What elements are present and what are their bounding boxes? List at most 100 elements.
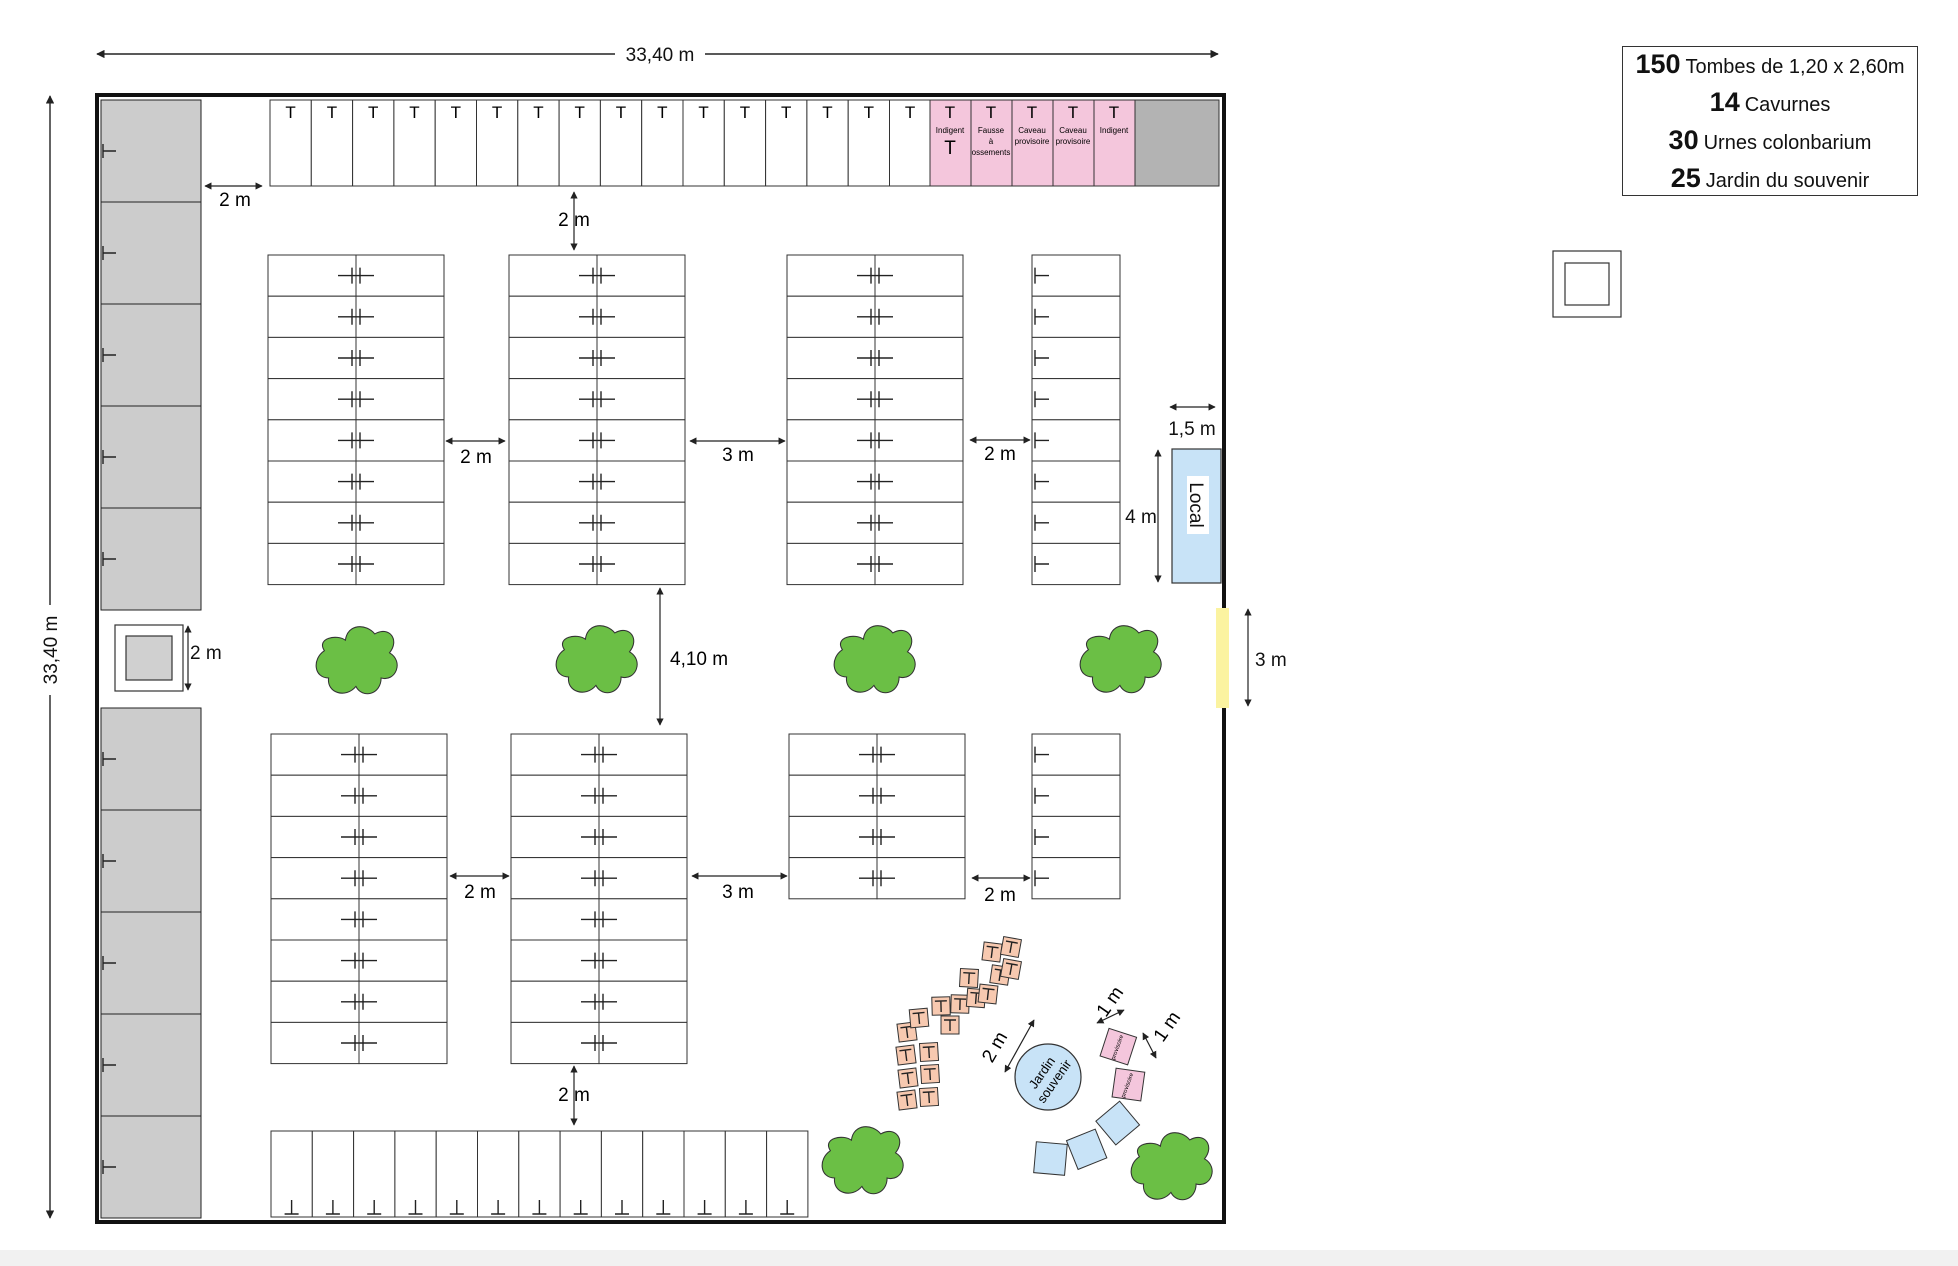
grave-plot[interactable]: [874, 501, 964, 544]
columbarium-vault[interactable]: [100, 303, 202, 407]
grave-plot[interactable]: [641, 99, 684, 187]
columbarium-vault[interactable]: [100, 1013, 202, 1117]
plot-marker: [1034, 391, 1049, 408]
special-plots: T Indigent T T Fausse à ossements T Cave…: [929, 99, 1220, 187]
center-aisle-label: 4,10 m: [670, 649, 728, 670]
ossuary-structure: 2 m: [114, 624, 222, 692]
plot-marker: [573, 1200, 588, 1215]
grave-plot[interactable]: [599, 99, 643, 187]
memorial-garden: Jardin souvenir 2 m provisoire provisoir…: [978, 983, 1185, 1176]
plot-marker: [1034, 267, 1049, 284]
building-local: Local 1,5 m 4 m: [1125, 403, 1222, 584]
tomb-mark: [923, 1067, 936, 1081]
legend-count: 14: [1709, 86, 1740, 117]
tomb-mark: T: [657, 103, 667, 122]
plot-marker: [491, 1200, 506, 1215]
plot-marker: [738, 1200, 753, 1215]
plot-marker: [1034, 473, 1049, 490]
plot-marker: [579, 432, 615, 449]
plot-marker: [341, 870, 377, 887]
columbarium-vault[interactable]: [100, 1115, 202, 1219]
urn-square[interactable]: [1095, 1100, 1141, 1146]
tomb-mark: [982, 987, 995, 1001]
tomb-mark: T: [368, 103, 378, 122]
gate-width-label: 3 m: [1255, 650, 1287, 671]
provisional-urn-square[interactable]: [1099, 1027, 1138, 1066]
columbarium-vault[interactable]: [100, 809, 202, 913]
tomb-mark: [1005, 962, 1018, 976]
tomb-mark: T: [327, 103, 337, 122]
grave-plot[interactable]: [270, 1130, 313, 1218]
plot-marker: [341, 993, 377, 1010]
tomb-mark: T: [945, 103, 955, 122]
plot-marker: [408, 1200, 423, 1215]
ossuary-pit-label-3: ossements: [972, 148, 1011, 157]
grave-plot[interactable]: [434, 99, 478, 187]
grave-plot[interactable]: [393, 99, 436, 187]
indigent-plot-1[interactable]: [929, 99, 972, 187]
plot-marker: [341, 746, 377, 763]
urn-square[interactable]: [1065, 1128, 1108, 1171]
columbarium-vault[interactable]: [100, 99, 202, 203]
plot-marker: [581, 952, 617, 969]
grave-plot[interactable]: [267, 501, 357, 544]
upper-gap-1-label: 2 m: [460, 447, 492, 468]
columbarium-vault[interactable]: [100, 911, 202, 1015]
legend-text: Tombes de 1,20 x 2,60m: [1685, 55, 1905, 78]
ossuary-pit-plot[interactable]: [970, 99, 1013, 187]
corner-grey-plot: [1134, 99, 1220, 187]
columbarium-vault[interactable]: [100, 507, 202, 611]
tomb-mark: [934, 1000, 947, 1013]
plot-marker: [857, 267, 893, 284]
tomb-mark: [954, 998, 967, 1011]
tomb-mark: T: [1027, 103, 1037, 122]
plot-marker: [341, 787, 377, 804]
bottom-strip: [0, 1250, 1958, 1266]
plot-marker: [338, 267, 374, 284]
plot-marker: [532, 1200, 547, 1215]
columbarium-vault[interactable]: [100, 707, 202, 811]
temporary-vault-plot-1[interactable]: [1011, 99, 1054, 187]
plot-marker: [1034, 746, 1049, 763]
legend-text: Cavurnes: [1744, 93, 1831, 116]
bottom-aisle-label: 2 m: [558, 1085, 590, 1106]
plot-marker: [367, 1200, 382, 1215]
plot-marker: [581, 787, 617, 804]
grave-plot[interactable]: [517, 99, 560, 187]
width-dimension: 33,40 m: [96, 42, 1219, 66]
temporary-vault-label-2a: Caveau: [1059, 126, 1087, 135]
grave-plot[interactable]: [806, 99, 849, 187]
tomb-mark: T: [409, 103, 419, 122]
height-label: 33,40 m: [41, 616, 62, 685]
legend-count: 30: [1668, 124, 1699, 155]
tree-icon: [555, 625, 638, 694]
gate[interactable]: [1216, 608, 1229, 708]
tomb-mark: T: [822, 103, 832, 122]
grave-plot[interactable]: [558, 99, 601, 187]
legend-count: 25: [1670, 162, 1701, 193]
legend-text: Urnes colonbarium: [1703, 131, 1872, 154]
plot-marker: [338, 308, 374, 325]
tomb-mark: [922, 1090, 935, 1104]
plot-marker: [338, 432, 374, 449]
plot-marker: [581, 1035, 617, 1051]
grave-plot[interactable]: [269, 99, 312, 187]
plot-marker: [656, 1200, 671, 1215]
plot-marker: [579, 473, 615, 490]
grave-plot[interactable]: [476, 99, 519, 187]
tree-icon: [821, 1126, 904, 1195]
grave-plot[interactable]: [508, 378, 598, 421]
tomb-mark: T: [740, 103, 750, 122]
plot-marker: [857, 350, 893, 366]
temporary-vault-plot-2[interactable]: [1052, 99, 1095, 187]
provisional-urn-square[interactable]: [1111, 1067, 1146, 1102]
urn-square[interactable]: [1033, 1141, 1068, 1176]
left-columbarium-row: [100, 99, 202, 1219]
tomb-mark: [899, 1048, 912, 1062]
plot-marker: [579, 391, 615, 408]
plot-marker: [579, 556, 615, 572]
grave-plot[interactable]: [310, 99, 354, 187]
